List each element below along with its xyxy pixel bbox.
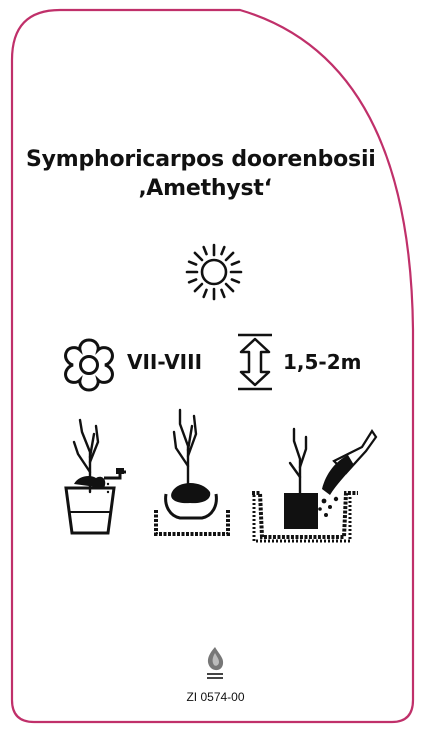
root-ball-icon — [154, 408, 230, 536]
bucket-watering-icon — [64, 418, 126, 535]
height-arrow-icon — [238, 333, 272, 391]
plant-name-line1: Symphoricarpos doorenbosii — [26, 147, 376, 172]
height-value: 1,5-2m — [283, 350, 362, 374]
sun-icon — [185, 243, 243, 301]
super-color-logo — [207, 647, 224, 679]
product-code: ZI 0574-00 — [186, 690, 245, 704]
flowering-months: VII-VIII — [127, 350, 203, 374]
plant-name-line2: ‚Amethyst‘ — [138, 176, 272, 201]
planting-soil-icon — [252, 427, 378, 543]
flower-icon — [64, 338, 114, 392]
